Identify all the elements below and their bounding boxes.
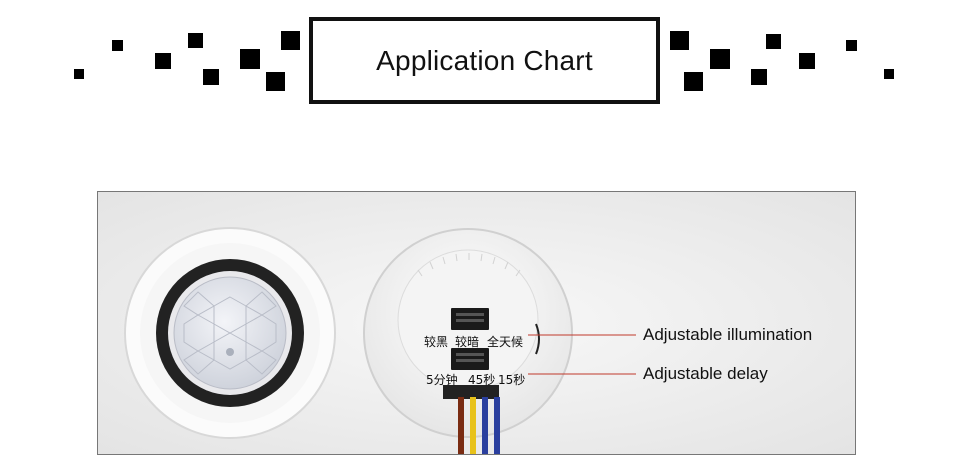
switch-label-45s: 45秒 [468,373,496,387]
decor-square [203,69,219,85]
callout-lines [528,334,636,375]
switch-label-allday: 全天候 [487,335,524,349]
decor-square [766,34,781,49]
decor-square [710,49,730,69]
product-panel: 较黑 较暗 全天候 5分钟 45秒 15秒 Adjustable illumin… [97,191,856,455]
decor-square [751,69,767,85]
switch-label-5min: 5分钟 [426,373,458,387]
page-title: Application Chart [376,44,593,76]
decor-square [155,53,171,69]
callout-delay: Adjustable delay [643,364,768,383]
decor-square [112,40,123,51]
product-illustration [98,192,855,454]
decor-square [266,72,285,91]
sensor-back-view [363,228,573,454]
callout-illumination: Adjustable illumination [643,325,813,344]
switch-label-darker: 较黑 [424,335,449,349]
title-box: Application Chart [309,17,660,104]
decor-square [240,49,260,69]
decor-square [684,72,703,91]
decor-square [846,40,857,51]
decor-square [281,31,300,50]
sensor-front-view [124,227,336,439]
switch-label-dim: 较暗 [455,335,480,349]
decor-square [188,33,203,48]
decor-square [884,69,894,79]
decor-square [74,69,84,79]
decor-square [670,31,689,50]
decor-square [799,53,815,69]
switch-label-15s: 15秒 [498,373,526,387]
